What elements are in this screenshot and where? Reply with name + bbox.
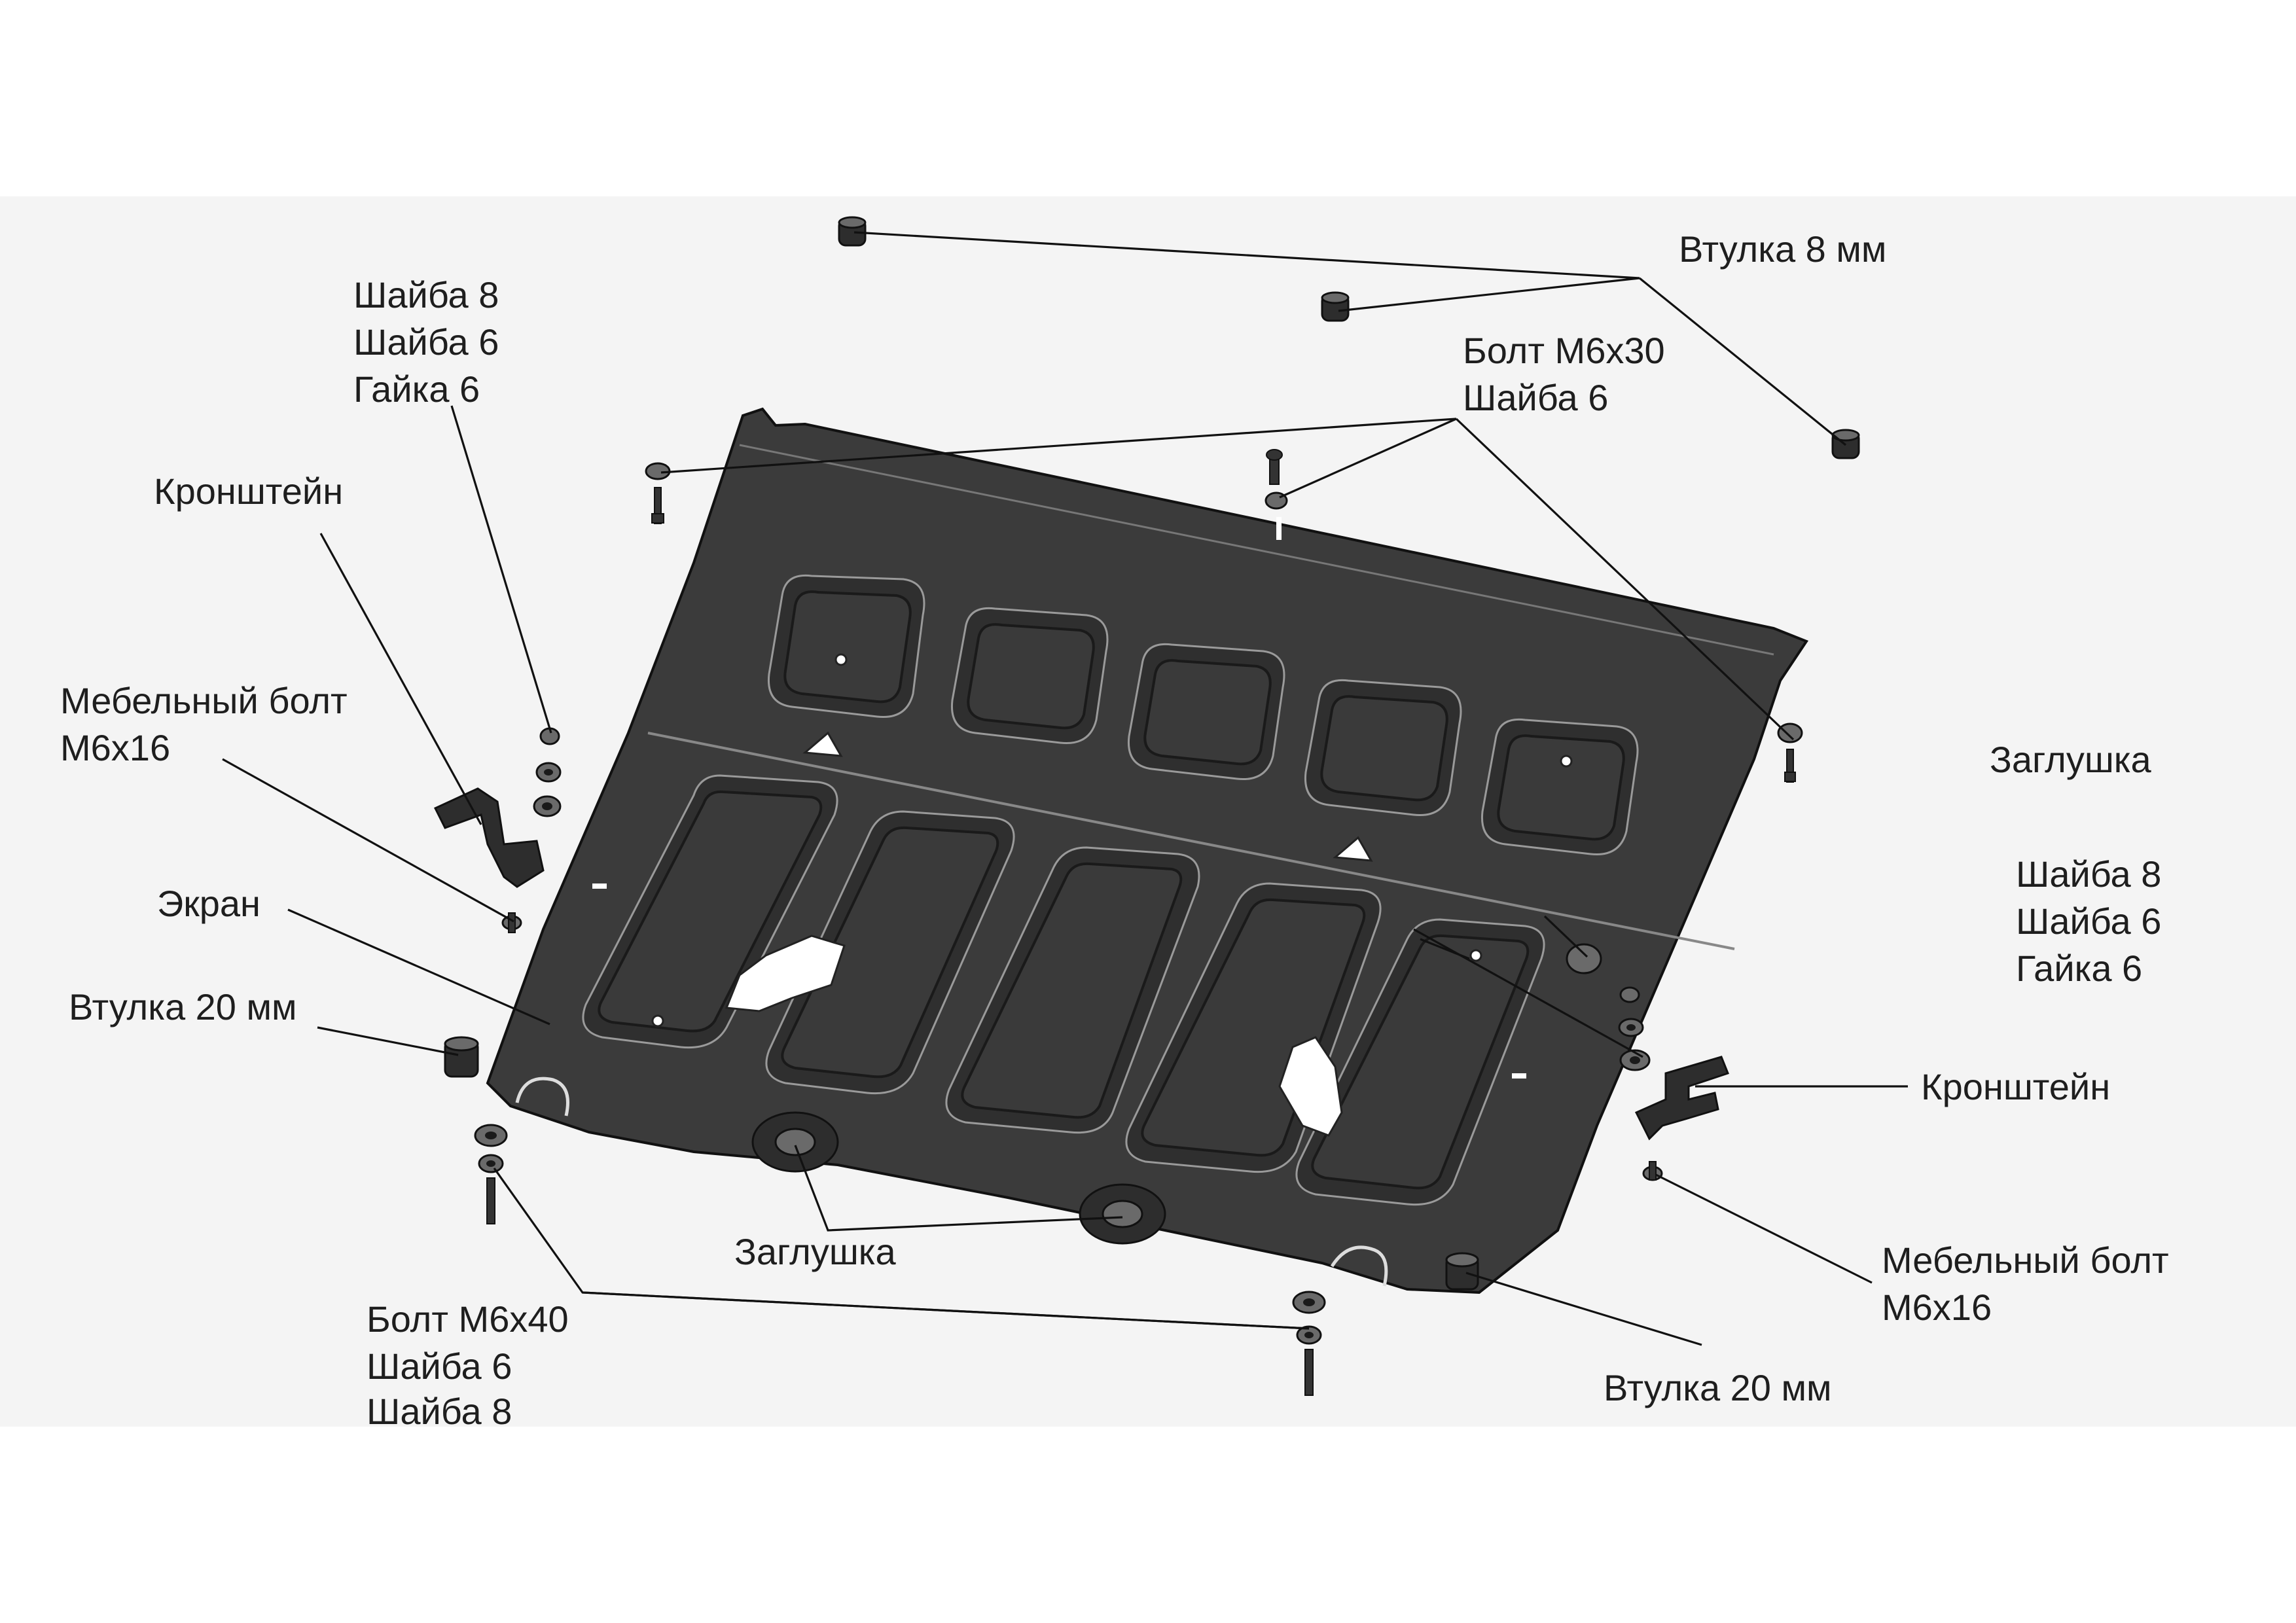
label-bracket-left: Кронштейн (154, 471, 343, 512)
label-furniture-bolt-left-2: М6х16 (60, 727, 170, 768)
lower-pocket-inner (961, 862, 1183, 1119)
plate-top-edge-line (739, 444, 1774, 656)
upper-pocket-inner (967, 623, 1095, 730)
lower-pocket-inner (1311, 934, 1530, 1190)
label-bushing-8mm: Втулка 8 мм (1679, 228, 1886, 270)
bushing-8mm (838, 216, 867, 247)
upper-pocket-hole (834, 653, 848, 666)
lower-pocket-inner (781, 826, 999, 1079)
bottom-notch (515, 1077, 569, 1116)
furniture-bolt-right (1642, 1161, 1663, 1181)
lower-pocket-inner (598, 790, 823, 1033)
side-slot (1512, 1073, 1526, 1079)
label-bushing-20mm-left: Втулка 20 мм (69, 986, 297, 1027)
label-plug-bottom: Заглушка (734, 1231, 896, 1272)
label-furniture-bolt-right-2: М6х16 (1882, 1287, 1992, 1328)
lower-pocket-hole (651, 1014, 664, 1027)
bottom-plug-center (774, 1128, 816, 1156)
leader-lines (222, 231, 1908, 1346)
side-plug (1566, 943, 1602, 974)
label-washer-left-2: Шайба 6 (353, 321, 499, 363)
bushing-20mm-right (1445, 1252, 1479, 1291)
bottom-plug-center (1102, 1200, 1143, 1228)
bolt-m6x30 (1777, 722, 1803, 783)
label-nut-left: Гайка 6 (353, 368, 480, 410)
label-bolt-m6x40: Болт М6х40 (367, 1298, 569, 1340)
upper-pocket-row (767, 574, 1639, 856)
side-slot (592, 883, 607, 889)
bracket-right (1634, 1056, 1729, 1141)
labels: Втулка 8 мм Шайба 8 Шайба 6 Гайка 6 Болт… (60, 228, 2169, 1432)
label-washer-m6x40-1: Шайба 6 (367, 1346, 512, 1387)
label-nut-right: Гайка 6 (2016, 948, 2142, 989)
label-plug-right: Заглушка (1990, 739, 2151, 780)
upper-pocket-inner (783, 590, 912, 704)
skid-plate (486, 407, 1809, 1294)
label-screen: Экран (157, 883, 260, 924)
label-washer-m6x40-2: Шайба 8 (367, 1391, 512, 1432)
label-furniture-bolt-left-1: Мебельный болт (60, 680, 348, 721)
upper-pocket-inner (1320, 695, 1448, 802)
bushing-20mm-left (444, 1036, 479, 1078)
bushing-8mm (1321, 291, 1350, 322)
label-bracket-right: Кронштейн (1921, 1066, 2110, 1107)
washer-stack-right (1618, 986, 1651, 1071)
triangle-mark (1333, 836, 1373, 862)
upper-pocket-inner (1497, 734, 1625, 841)
triangle-mark (802, 731, 843, 757)
label-washer-right-1: Шайба 8 (2016, 853, 2161, 895)
label-bushing-20mm-right: Втулка 20 мм (1604, 1367, 1832, 1408)
bolt-m6x30 (1265, 449, 1288, 510)
plate-fold-line (647, 732, 1735, 950)
furniture-bolt-left (501, 912, 522, 933)
lower-pocket-inner (1141, 898, 1366, 1157)
label-bolt-m6x30: Болт М6х30 (1463, 330, 1665, 371)
bottom-notch (1330, 1245, 1388, 1287)
bolt-m6x30 (645, 462, 671, 524)
top-slot (1276, 517, 1282, 540)
lower-pocket-hole (1469, 949, 1482, 962)
label-washer-left-1: Шайба 8 (353, 274, 499, 315)
bolt-m6x40-right (1292, 1291, 1326, 1396)
lower-pocket-row (582, 774, 1545, 1206)
label-washer-right-2: Шайба 6 (2016, 901, 2161, 942)
label-washer-m6x30: Шайба 6 (1463, 377, 1608, 418)
bracket-left (433, 787, 545, 888)
bolt-m6x40-left (474, 1124, 508, 1224)
upper-pocket-hole (1560, 755, 1573, 768)
cutout-left (725, 935, 846, 1012)
label-furniture-bolt-right-1: Мебельный болт (1882, 1240, 2169, 1281)
upper-pocket-inner (1143, 659, 1272, 766)
cutout-right (1278, 1036, 1343, 1137)
